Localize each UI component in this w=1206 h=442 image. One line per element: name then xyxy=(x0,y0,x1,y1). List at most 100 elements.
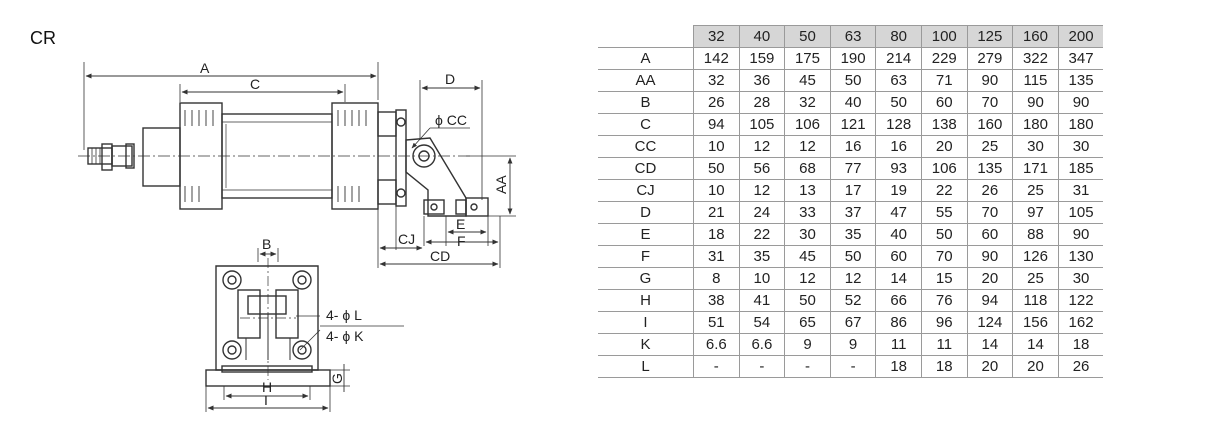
table-cell: 40 xyxy=(829,91,877,114)
table-cell: 229 xyxy=(920,47,968,70)
table-cell: 190 xyxy=(829,47,877,70)
table-cell: 50 xyxy=(920,223,968,246)
table-cell: 66 xyxy=(875,289,922,312)
table-cell: 30 xyxy=(1057,135,1104,158)
table-cell: 10 xyxy=(738,267,786,290)
table-cell: 171 xyxy=(1012,157,1059,180)
table-cell: 25 xyxy=(1012,179,1059,202)
row-label: CC xyxy=(598,135,694,158)
clevis-body xyxy=(405,137,467,217)
table-cell: 128 xyxy=(875,113,922,136)
table-cell: 47 xyxy=(875,201,922,224)
table-cell: 12 xyxy=(829,267,877,290)
table-cell: 97 xyxy=(1012,201,1059,224)
label-f: F xyxy=(457,233,466,249)
table-cell: 22 xyxy=(738,223,786,246)
table-cell: 11 xyxy=(920,333,968,356)
table-header-row: 32 40 50 63 80 100 125 160 200 xyxy=(598,25,1104,48)
table-cell: 50 xyxy=(829,245,877,268)
table-cell: 14 xyxy=(966,333,1014,356)
table-cell: 50 xyxy=(875,91,922,114)
table-cell: 8 xyxy=(693,267,740,290)
table-cell: 214 xyxy=(875,47,922,70)
table-cell: 71 xyxy=(920,69,968,92)
table-cell: 12 xyxy=(784,267,831,290)
table-cell: 26 xyxy=(1057,355,1104,378)
size-header: 200 xyxy=(1057,25,1104,48)
table-cell: 32 xyxy=(693,69,740,92)
table-cell: 130 xyxy=(1057,245,1104,268)
table-cell: 279 xyxy=(966,47,1014,70)
table-cell: 16 xyxy=(829,135,877,158)
table-cell: 33 xyxy=(784,201,831,224)
table-cell: - xyxy=(738,355,786,378)
label-e: E xyxy=(456,216,465,232)
table-cell: 22 xyxy=(920,179,968,202)
size-header: 160 xyxy=(1012,25,1059,48)
table-cell: 21 xyxy=(693,201,740,224)
table-cell: 41 xyxy=(738,289,786,312)
table-cell: 28 xyxy=(738,91,786,114)
table-cell: 50 xyxy=(829,69,877,92)
table-cell: 9 xyxy=(784,333,831,356)
table-cell: 15 xyxy=(920,267,968,290)
size-header: 100 xyxy=(920,25,968,48)
table-corner xyxy=(598,25,694,48)
table-cell: 24 xyxy=(738,201,786,224)
table-cell: 12 xyxy=(738,135,786,158)
table-cell: 20 xyxy=(1012,355,1059,378)
table-cell: 347 xyxy=(1057,47,1104,70)
table-cell: 142 xyxy=(693,47,740,70)
row-label: B xyxy=(598,91,694,114)
label-cj: CJ xyxy=(398,231,415,247)
front-cover xyxy=(142,127,181,187)
row-label: D xyxy=(598,201,694,224)
table-cell: 90 xyxy=(966,69,1014,92)
table-cell: 135 xyxy=(966,157,1014,180)
table-cell: 90 xyxy=(1057,223,1104,246)
side-view xyxy=(78,62,516,268)
table-cell: 93 xyxy=(875,157,922,180)
row-label: AA xyxy=(598,69,694,92)
table-cell: 124 xyxy=(966,311,1014,334)
table-cell: 60 xyxy=(966,223,1014,246)
table-cell: 50 xyxy=(693,157,740,180)
size-header: 125 xyxy=(966,25,1014,48)
table-cell: 20 xyxy=(920,135,968,158)
table-cell: 56 xyxy=(738,157,786,180)
table-cell: - xyxy=(784,355,831,378)
table-cell: 10 xyxy=(693,135,740,158)
row-label: K xyxy=(598,333,694,356)
table-cell: 40 xyxy=(875,223,922,246)
table-cell: 156 xyxy=(1012,311,1059,334)
table-cell: 54 xyxy=(738,311,786,334)
table-cell: 322 xyxy=(1012,47,1059,70)
table-cell: 9 xyxy=(829,333,877,356)
table-cell: 6.6 xyxy=(738,333,786,356)
table-cell: 36 xyxy=(738,69,786,92)
row-label: L xyxy=(598,355,694,378)
label-cd: CD xyxy=(430,248,450,264)
table-cell: 90 xyxy=(1057,91,1104,114)
table-cell: 175 xyxy=(784,47,831,70)
rod xyxy=(111,145,133,167)
table-cell: 118 xyxy=(1012,289,1059,312)
table-cell: 94 xyxy=(693,113,740,136)
table-cell: 70 xyxy=(920,245,968,268)
table-cell: 31 xyxy=(693,245,740,268)
table-cell: 45 xyxy=(784,69,831,92)
table-cell: 26 xyxy=(966,179,1014,202)
table-cell: 162 xyxy=(1057,311,1104,334)
table-cell: 6.6 xyxy=(693,333,740,356)
row-label: CD xyxy=(598,157,694,180)
foot xyxy=(205,369,331,387)
table-cell: 30 xyxy=(1057,267,1104,290)
model-code: CR xyxy=(30,28,56,48)
